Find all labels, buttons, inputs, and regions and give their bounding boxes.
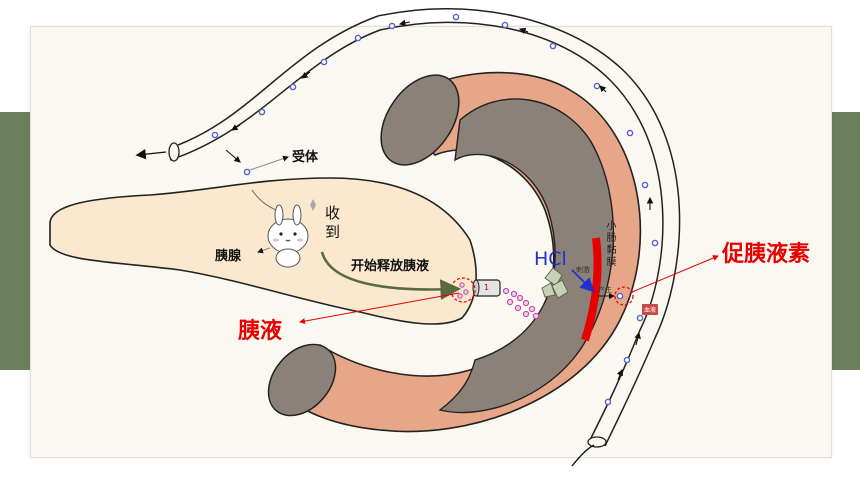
right-accent-band [830,112,860,370]
receptor-pointer [249,155,289,171]
vessel-tag: 血液 [642,304,659,315]
release-arrow [320,251,462,301]
start-release-label: 开始释放胰液 [351,259,430,274]
intestinal-mucosa-strip [581,237,602,342]
hcl-label: HCl [534,248,567,270]
vessel-end-left [168,142,180,162]
receptor-label: 受体 [292,150,319,165]
juice-label-pointer [299,292,460,325]
intestinal-mucosa-label: 小肠黏膜 [604,220,615,268]
pancreatic-juice-label: 胰液 [238,319,283,344]
secretin-highlight-circle [614,286,634,306]
produce-label: 产生 [598,286,612,294]
hcl-crystals-icon [541,267,569,299]
secretin-label: 促胰液素 [722,242,811,267]
stimulus-label: 刺激 [576,266,590,274]
hcl-arrow [571,269,595,293]
pancreas-label: 胰腺 [215,249,242,264]
duodenum-top-opening [380,74,460,166]
duodenum-bottom-opening [267,343,337,417]
received-label: 收到 [323,205,341,243]
vessel-blood-dots [211,13,659,406]
secretin-label-pointer [631,255,719,293]
duct-tag: 1 [484,283,490,292]
bunny-sticker-icon [267,199,316,268]
pancreas [49,177,477,325]
vessel-end-bottom [587,436,607,448]
duodenum-lumen [438,98,615,414]
left-accent-band [0,112,34,370]
